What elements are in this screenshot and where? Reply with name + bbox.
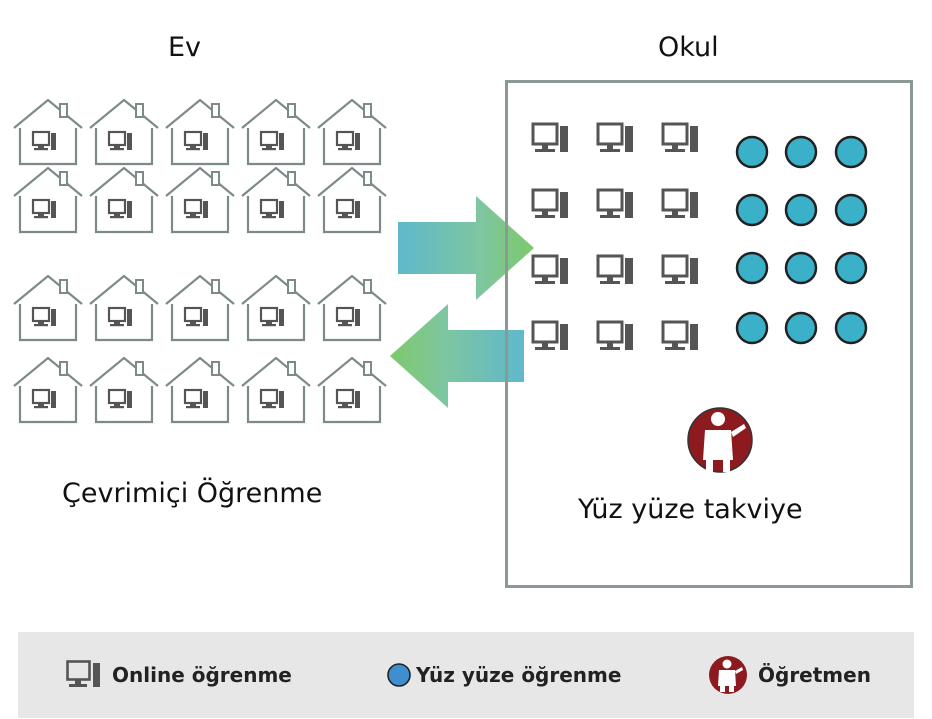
legend-label-teacher: Öğretmen: [758, 663, 871, 687]
house-icon: [90, 168, 158, 232]
house-icon: [90, 276, 158, 340]
student-circle-icon: [735, 311, 769, 345]
home-houses-grid: [14, 100, 386, 422]
legend: Online öğrenme Yüz yüze öğrenme Öğretmen: [18, 632, 914, 718]
house-icon: [166, 276, 234, 340]
house-icon: [14, 168, 82, 232]
student-circle-icon: [834, 135, 868, 169]
student-circle-icon: [784, 193, 818, 227]
student-circle-icon: [735, 135, 769, 169]
school-frame: [505, 80, 913, 588]
legend-label-online: Online öğrenme: [112, 663, 292, 687]
house-icon: [242, 100, 310, 164]
house-icon: [14, 358, 82, 422]
house-icon: [90, 358, 158, 422]
house-icon: [14, 276, 82, 340]
legend-item-face-to-face: Yüz yüze öğrenme: [386, 632, 621, 718]
online-learning-caption: Çevrimiçi Öğrenme: [62, 478, 323, 509]
student-circle-icon: [735, 193, 769, 227]
teacher-icon: [687, 407, 753, 473]
house-icon: [242, 276, 310, 340]
house-icon: [14, 100, 82, 164]
student-circle-icon: [784, 311, 818, 345]
student-circle-icon: [784, 251, 818, 285]
house-icon: [242, 358, 310, 422]
diagram-canvas: [0, 0, 868, 473]
student-circle-icon: [387, 663, 411, 687]
arrow-left-icon: [390, 304, 524, 408]
home-title: Ev: [168, 32, 202, 63]
house-icon: [166, 168, 234, 232]
school-title: Okul: [658, 32, 719, 63]
student-circle-icon: [834, 193, 868, 227]
school-students-grid: [735, 135, 868, 345]
legend-label-face-to-face: Yüz yüze öğrenme: [416, 663, 622, 687]
computer-icon: [66, 660, 100, 687]
student-circle-icon: [784, 135, 818, 169]
house-icon: [166, 100, 234, 164]
arrow-right-icon: [398, 196, 534, 300]
legend-item-online: Online öğrenme: [66, 632, 292, 718]
house-icon: [90, 100, 158, 164]
student-circle-icon: [834, 311, 868, 345]
house-icon: [318, 276, 386, 340]
house-icon: [166, 358, 234, 422]
house-icon: [318, 358, 386, 422]
student-circle-icon: [735, 251, 769, 285]
face-to-face-caption: Yüz yüze takviye: [578, 494, 803, 525]
house-icon: [242, 168, 310, 232]
legend-item-teacher: Öğretmen: [708, 632, 871, 718]
house-icon: [318, 100, 386, 164]
student-circle-icon: [834, 251, 868, 285]
teacher-icon: [709, 656, 747, 694]
house-icon: [318, 168, 386, 232]
